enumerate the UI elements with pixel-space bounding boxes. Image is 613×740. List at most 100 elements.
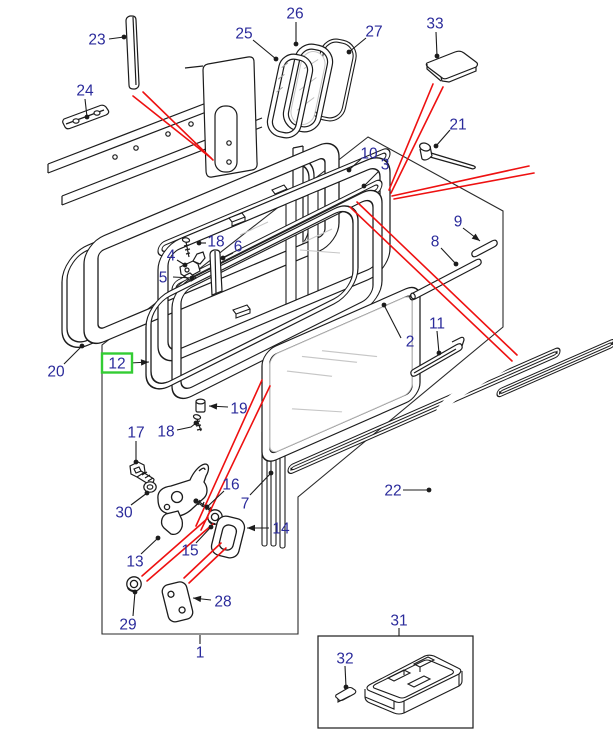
leader-dot-13 <box>155 535 161 541</box>
leader-line-24 <box>84 98 88 118</box>
leader-line-15 <box>195 526 212 544</box>
leader-dot-10 <box>346 167 352 173</box>
part-28-striker-plate <box>161 581 194 623</box>
leader-line-16 <box>206 490 225 508</box>
leader-arrow-12 <box>140 359 149 366</box>
leader-line-23 <box>108 36 125 40</box>
leader-line-29 <box>132 591 136 617</box>
leader-line-5 <box>172 276 193 279</box>
part-label-21[interactable]: 21 <box>449 117 466 134</box>
part-label-29[interactable]: 29 <box>119 617 136 634</box>
part-label-31[interactable]: 31 <box>390 613 407 630</box>
red-locator-lines <box>132 83 535 584</box>
part-label-26[interactable]: 26 <box>286 6 303 23</box>
leader-dot-32 <box>343 684 349 690</box>
part-label-13[interactable]: 13 <box>126 554 143 571</box>
sliding-glass-and-seal <box>261 286 613 475</box>
leader-dot-5 <box>189 275 195 281</box>
part-label-33[interactable]: 33 <box>426 16 443 33</box>
part-label-1[interactable]: 1 <box>196 645 205 662</box>
part-label-14[interactable]: 14 <box>272 521 290 538</box>
inset-box-31 <box>317 635 474 729</box>
leader-dot-18 <box>193 420 199 426</box>
leader-line-10 <box>348 158 362 171</box>
part-label-22[interactable]: 22 <box>384 483 401 500</box>
part-label-20[interactable]: 20 <box>47 364 65 381</box>
leader-line-11 <box>436 330 440 354</box>
leader-dot-7 <box>268 470 274 476</box>
part-label-30[interactable]: 30 <box>115 505 133 522</box>
leader-line-27 <box>348 37 367 53</box>
part-label-8[interactable]: 8 <box>431 234 440 251</box>
leader-dot-24 <box>84 114 90 120</box>
part-label-18[interactable]: 18 <box>157 424 174 441</box>
leader-arrow-14 <box>247 524 255 532</box>
part-label-5[interactable]: 5 <box>159 270 168 287</box>
part-22-seal-loop <box>432 331 563 541</box>
window-frames <box>61 142 391 400</box>
leader-line-2 <box>383 304 402 339</box>
leader-dot-18 <box>196 240 202 246</box>
leader-line-21 <box>435 129 451 147</box>
part-label-24[interactable]: 24 <box>76 83 94 100</box>
part-label-15[interactable]: 15 <box>181 543 198 560</box>
part-29-grommet <box>126 576 142 592</box>
part-label-12[interactable]: 12 <box>108 356 125 373</box>
part-6-strip <box>209 249 223 296</box>
leader-dot-16 <box>204 504 210 510</box>
leader-dot-2 <box>381 302 387 308</box>
leader-line-13 <box>140 537 159 555</box>
leader-dot-27 <box>346 49 352 55</box>
part-label-10[interactable]: 10 <box>360 146 378 163</box>
part-label-4[interactable]: 4 <box>167 248 176 265</box>
part-label-6[interactable]: 6 <box>234 239 243 256</box>
leader-dot-11 <box>436 350 442 356</box>
assembly-boundary-box <box>101 136 504 635</box>
spacer-blocks <box>228 184 288 319</box>
part-label-16[interactable]: 16 <box>222 477 239 494</box>
leader-arrow-19 <box>209 403 218 410</box>
part-label-11[interactable]: 11 <box>429 316 445 333</box>
leader-dot-23 <box>121 34 127 40</box>
part-label-17[interactable]: 17 <box>127 425 144 442</box>
part-label-19[interactable]: 19 <box>230 401 247 418</box>
part-label-2[interactable]: 2 <box>406 334 415 351</box>
part-label-18[interactable]: 18 <box>207 234 224 251</box>
part-label-3[interactable]: 3 <box>381 157 390 174</box>
leader-line-30 <box>130 492 148 506</box>
part-32-clip <box>335 686 357 703</box>
leader-dot-15 <box>208 524 214 530</box>
leader-line-7 <box>249 472 272 496</box>
part-label-9[interactable]: 9 <box>454 214 463 231</box>
part-33-plate <box>425 50 479 83</box>
leader-dot-25 <box>273 56 279 62</box>
leader-dot-33 <box>434 53 440 59</box>
leader-arrow-28 <box>193 595 202 603</box>
leader-dot-3 <box>361 183 367 189</box>
leader-dot-29 <box>132 589 138 595</box>
leader-dot-4 <box>182 262 188 268</box>
part-label-25[interactable]: 25 <box>235 26 252 43</box>
part-label-7[interactable]: 7 <box>241 496 250 513</box>
part-31-tray <box>364 654 463 715</box>
leader-dot-20 <box>79 343 85 349</box>
leader-line-32 <box>344 665 347 688</box>
highlighted-part-box <box>100 352 134 374</box>
leader-line-20 <box>63 345 83 365</box>
part-label-23[interactable]: 23 <box>88 32 105 49</box>
leader-line-3 <box>363 170 380 187</box>
part-14-gasket <box>210 515 246 559</box>
part-8-strip <box>409 258 482 301</box>
part-30-washer <box>143 481 157 493</box>
part-label-28[interactable]: 28 <box>214 594 231 611</box>
part-25-seal <box>266 53 314 139</box>
leader-dot-17 <box>133 459 139 465</box>
part-label-27[interactable]: 27 <box>365 24 382 41</box>
part-label-32[interactable]: 32 <box>336 651 353 668</box>
leader-dot-22 <box>426 487 432 493</box>
leader-dot-6 <box>220 255 226 261</box>
leader-line-18 <box>176 422 197 431</box>
leader-arrow-9 <box>471 233 480 241</box>
